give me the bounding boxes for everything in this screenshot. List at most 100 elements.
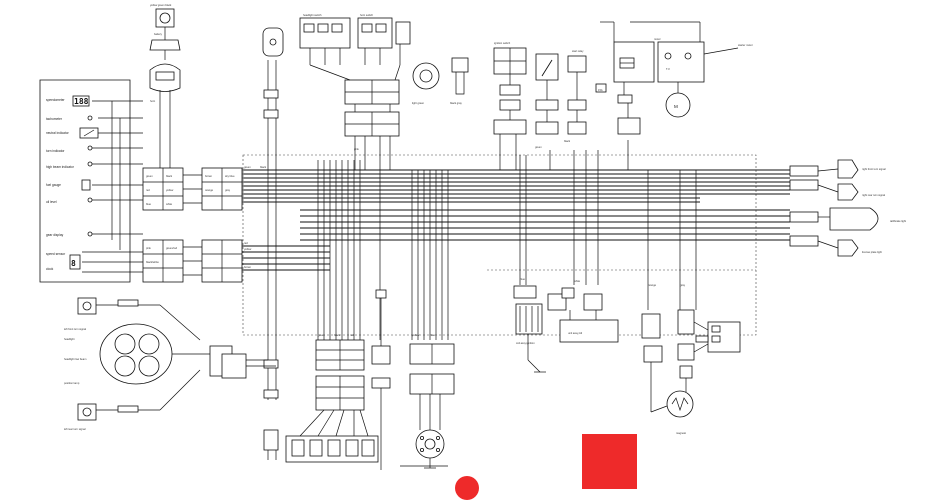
bulb-3 bbox=[87, 161, 93, 167]
cdi-label: unit assy,cdi bbox=[568, 331, 583, 335]
wire-label-7: white bbox=[574, 279, 581, 283]
panel-label-2: neutral indicator bbox=[46, 131, 70, 135]
left-connector-upper: green black red yellow blue white bbox=[142, 167, 184, 211]
speedometer-display: 188 bbox=[74, 97, 89, 106]
panel-label-7: gear display bbox=[46, 233, 64, 237]
red-square-marker bbox=[582, 434, 637, 489]
bulb-2 bbox=[87, 145, 93, 151]
lc-u-2: black bbox=[166, 174, 173, 178]
wire-label-12: black bbox=[334, 333, 341, 337]
motor-m-label: M bbox=[674, 104, 678, 109]
gear-digit: 8 bbox=[71, 259, 76, 268]
gear-display-box bbox=[69, 254, 81, 270]
wire-label-3: red bbox=[244, 241, 248, 245]
motor-label: motor bbox=[654, 37, 661, 41]
wire-label-9: gray bbox=[680, 283, 686, 287]
light-green-label: light green bbox=[412, 101, 425, 105]
red-circle-marker bbox=[455, 476, 479, 500]
bulb-4 bbox=[87, 197, 93, 203]
lc-u-3: red bbox=[146, 188, 150, 192]
bulb-1 bbox=[87, 115, 93, 121]
left-lamp-1: left front turn signal bbox=[64, 327, 86, 331]
wire-label-6: blue bbox=[520, 277, 525, 281]
wire-label-15: blue bbox=[430, 333, 435, 337]
right-lamp-4: license plate light bbox=[862, 250, 882, 254]
lc-l-1: pink bbox=[146, 246, 151, 250]
black-gray-label: black gray bbox=[450, 101, 463, 105]
lc-l-3: black/white bbox=[146, 260, 159, 264]
panel-label-5: fuel gauge bbox=[46, 183, 61, 187]
left-lamps: left front turn signal headlight headlig… bbox=[64, 297, 276, 431]
wire-label-8: orange bbox=[648, 283, 657, 287]
bottom-connector-cluster bbox=[285, 289, 391, 470]
left-lamp-5: left rear turn signal bbox=[64, 427, 86, 431]
lc-u-4: yellow bbox=[166, 188, 173, 192]
panel-label-9: clock bbox=[46, 267, 54, 271]
ignition-switch: ignition switch bbox=[493, 41, 527, 170]
wire-label-5: brown bbox=[244, 265, 252, 269]
lc-l-2: green/red bbox=[166, 246, 178, 250]
right-lamp-2: right rear turn signal bbox=[862, 193, 885, 197]
motor-assembly: motor T.V. M starter motor bbox=[600, 21, 753, 135]
right-lamps: right front turn signal right rear turn … bbox=[789, 159, 906, 257]
wire-label-14: yellow bbox=[412, 333, 419, 337]
panel-label-4: high beam indicator bbox=[46, 165, 75, 169]
starter-switch-green: green bbox=[535, 145, 542, 149]
horn-box bbox=[451, 57, 469, 73]
fuel-gauge-box bbox=[81, 179, 91, 191]
left-connector-lower: pink green/red black/white bbox=[142, 239, 184, 283]
top-left-label-1: yellow green black bbox=[150, 3, 172, 7]
relay-black: black bbox=[564, 139, 571, 143]
left-lamp-4: position lamp bbox=[64, 381, 80, 385]
right-lamp-1: right front turn signal bbox=[862, 167, 886, 171]
lc-u-6: white bbox=[166, 202, 173, 206]
instrument-panel: 188 speedometer tachometer neutral indic… bbox=[39, 79, 143, 283]
horn-ring: light green black gray bbox=[412, 57, 469, 105]
wire-label-10: pink bbox=[354, 147, 359, 151]
left-lamp-3: headlight low beam bbox=[64, 357, 86, 361]
lc-u2-3: orange bbox=[205, 188, 214, 192]
panel-label-1: tachometer bbox=[46, 117, 63, 121]
left-connector-upper-2: brown sky blue orange gray bbox=[201, 167, 243, 211]
left-connector-links bbox=[183, 174, 202, 276]
top-left-stack: yellow green black battery horn bbox=[149, 3, 181, 168]
cdi-unit: unit assy,cdi bbox=[547, 287, 619, 343]
panel-speedometer-label: speedometer bbox=[46, 98, 66, 102]
starter-switch: green bbox=[535, 53, 559, 149]
magneto-circle bbox=[666, 390, 694, 418]
right-lamp-3: tail/brake light bbox=[890, 219, 906, 223]
magneto-label: magneto bbox=[676, 431, 687, 435]
left-lamp-2: headlight bbox=[64, 337, 75, 341]
stalk-switch bbox=[262, 27, 284, 460]
wire-label-13: red bbox=[350, 333, 354, 337]
start-relay-label: start relay bbox=[572, 49, 584, 53]
wire-label-11: green bbox=[318, 333, 325, 337]
top-left-label-2: battery bbox=[154, 32, 163, 36]
lc-u-1: green bbox=[146, 174, 153, 178]
motor-right-label: starter motor bbox=[738, 43, 753, 47]
coil-label: coil assy,ignition bbox=[516, 341, 535, 345]
coil-tv-label: T.V. bbox=[666, 67, 671, 71]
wire-labels: green black red yellow brown blue white … bbox=[244, 147, 686, 337]
lc-u2-4: gray bbox=[225, 188, 231, 192]
regulator-magneto: magneto bbox=[641, 309, 741, 435]
ignition-switch-label: ignition switch bbox=[494, 41, 511, 45]
top-switch-cluster: headlight switch horn switch bbox=[299, 13, 411, 170]
horn-switch-label: horn switch bbox=[360, 13, 374, 17]
bottom-right-connectors bbox=[400, 343, 455, 469]
cdi-box bbox=[559, 319, 619, 343]
left-connector-lower-2 bbox=[201, 239, 243, 283]
lc-u2-1: brown bbox=[205, 174, 213, 178]
motor-circle bbox=[665, 92, 691, 118]
wire-label-1: green bbox=[244, 165, 251, 169]
fuse-label: 15A bbox=[598, 88, 603, 92]
panel-label-3: turn indicator bbox=[46, 149, 65, 153]
harness-frame bbox=[242, 154, 757, 336]
start-relay: start relay 15A bbox=[572, 49, 607, 93]
headlight-switch-label: headlight switch bbox=[303, 13, 322, 17]
panel-label-8: speed sensor bbox=[46, 252, 66, 256]
bulb-5 bbox=[87, 231, 93, 237]
lc-u2-2: sky blue bbox=[225, 174, 235, 178]
wire-label-4: yellow bbox=[244, 247, 251, 251]
